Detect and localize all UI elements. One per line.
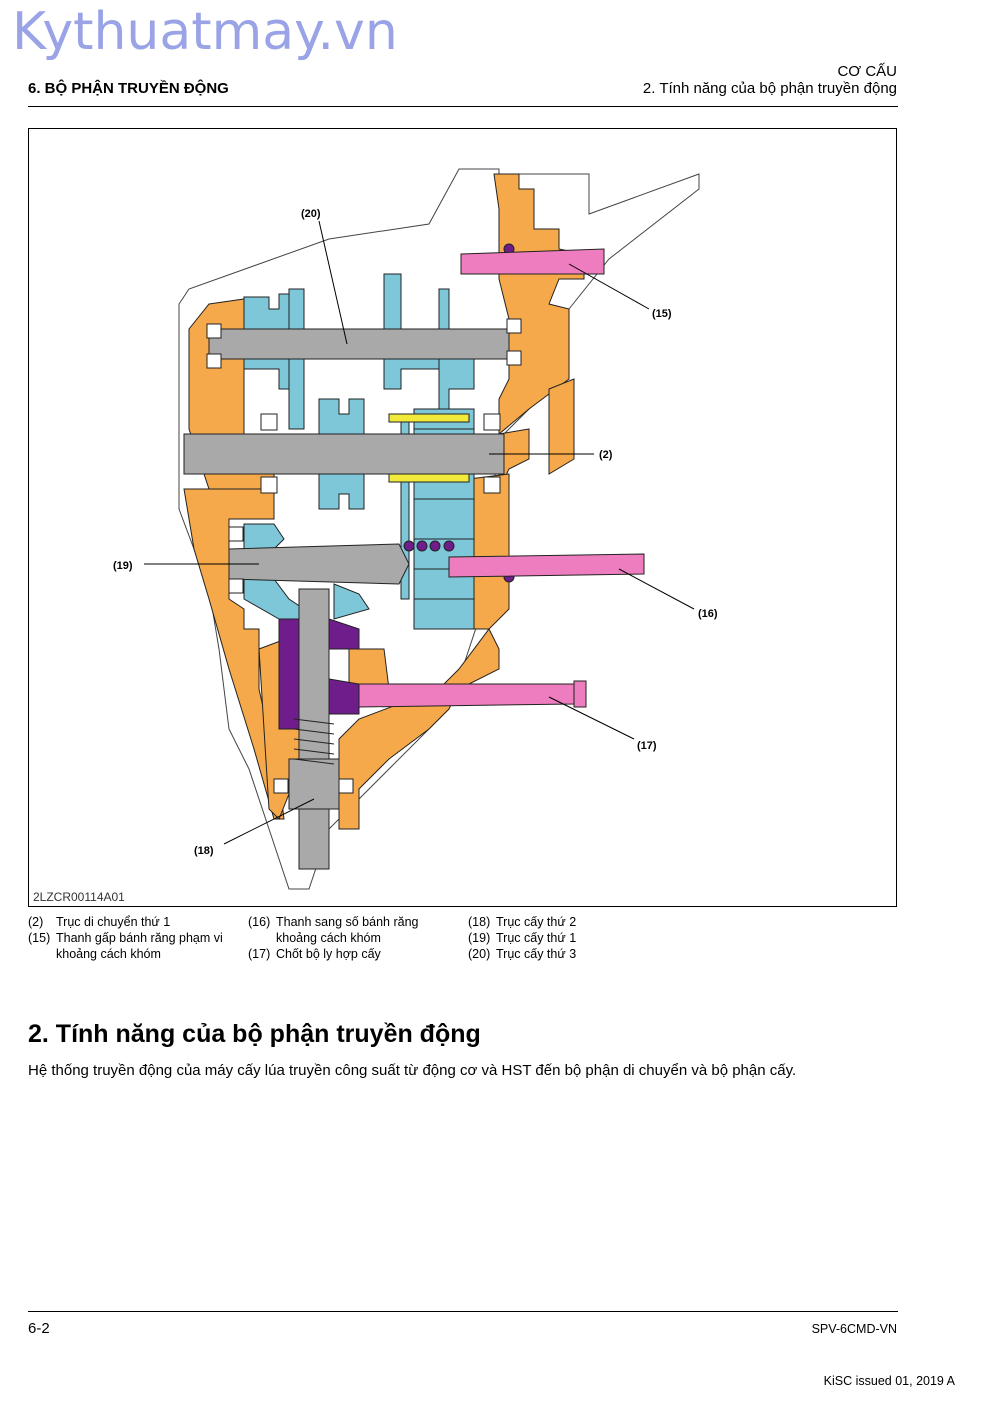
callout-2: (2) [599,449,613,461]
watermark: Kythuatmay.vn [12,2,398,62]
legend-item: (17) Chốt bộ ly hợp cấy [248,946,418,962]
legend-num: (2) [28,915,44,929]
callout-16: (16) [698,608,718,620]
legend-item: (20) Trục cấy thứ 3 [468,946,576,962]
legend-text: Trục cấy thứ 1 [496,931,577,945]
document-code: SPV-6CMD-VN [811,1322,897,1336]
spring [293,718,335,765]
header-category: CƠ CẤU [837,63,897,80]
legend-item: (19) Trục cấy thứ 1 [468,930,576,946]
legend-num: (18) [468,915,491,929]
issue-note: KiSC issued 01, 2019 A [823,1374,955,1388]
section-title: 2. Tính năng của bộ phận truyền động [28,1020,481,1048]
legend-item: khoảng cách khóm [28,946,223,962]
callout-18: (18) [194,845,214,857]
callout-20: (20) [301,208,321,220]
legend-text: Trục cấy thứ 2 [496,915,577,929]
legend-text: Chốt bộ ly hợp cấy [276,947,381,961]
legend-item: (2) Trục di chuyển thứ 1 [28,914,223,930]
legend-item: (18) Trục cấy thứ 2 [468,914,576,930]
legend-text: Thanh sang số bánh răng [276,915,419,929]
legend-text-cont: khoảng cách khóm [56,947,161,961]
footer-rule [28,1311,898,1312]
callout-19: (19) [113,560,133,572]
header-section: 2. Tính năng của bộ phận truyền động [642,80,897,97]
transmission-cross-section-figure: (20) (15) (2) (19) (16) (17) (18) 2LZCR0… [28,128,897,907]
header-chapter: 6. BỘ PHẬN TRUYỀN ĐỘNG [28,80,229,97]
legend-item: khoảng cách khóm [248,930,418,946]
callout-17: (17) [637,740,657,752]
callout-15: (15) [652,308,672,320]
header-rule [28,106,898,107]
legend-text: Trục cấy thứ 3 [496,947,577,961]
legend-column-2: (16) Thanh sang số bánh răng khoảng cách… [248,914,418,962]
legend-num: (16) [248,915,271,929]
legend-item: (16) Thanh sang số bánh răng [248,914,418,930]
legend-text-cont: khoảng cách khóm [276,931,381,945]
legend-num: (15) [28,931,51,945]
legend-column-1: (2) Trục di chuyển thứ 1 (15) Thanh gấp … [28,914,223,962]
collar-part [278,243,515,730]
leader-lines [144,220,695,845]
fork-parts [358,248,645,708]
transmission-diagram: (20) (15) (2) (19) (16) (17) (18) [113,168,718,890]
legend-num: (19) [468,931,491,945]
legend-text: Thanh gấp bánh răng phạm vi [56,931,223,945]
bearings [206,318,522,794]
legend-column-3: (18) Trục cấy thứ 2 (19) Trục cấy thứ 1 … [468,914,576,962]
figure-code: 2LZCR00114A01 [33,890,125,904]
legend-num: (17) [248,947,271,961]
page-number: 6-2 [28,1320,50,1337]
shaft-parts [183,328,510,870]
section-body: Hệ thống truyền động của máy cấy lúa tru… [28,1062,797,1079]
legend-text: Trục di chuyển thứ 1 [56,915,171,929]
legend-item: (15) Thanh gấp bánh răng phạm vi [28,930,223,946]
legend-num: (20) [468,947,491,961]
